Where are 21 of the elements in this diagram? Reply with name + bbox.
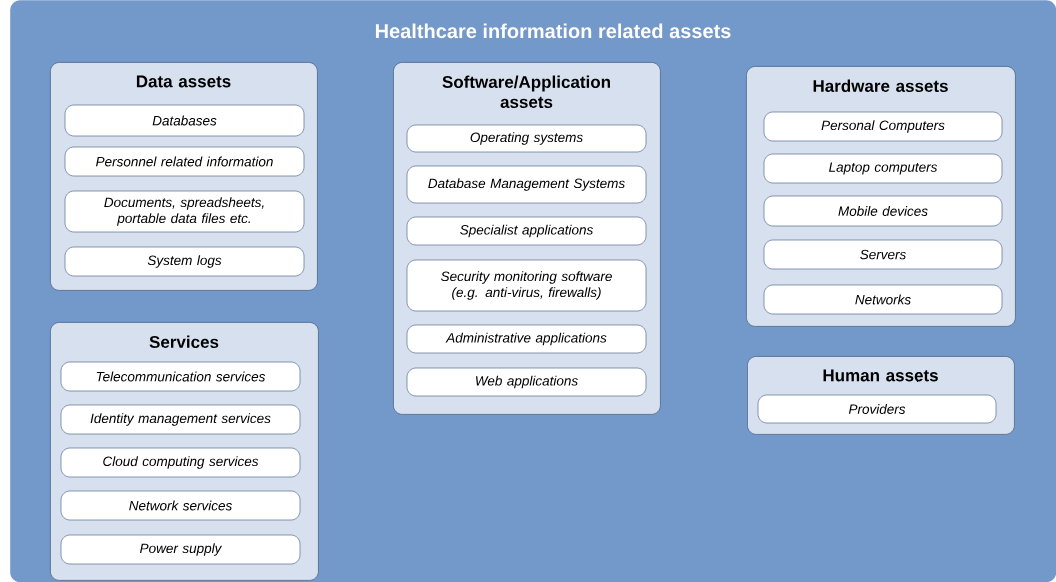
item-box: Cloud computing services [60, 447, 301, 478]
item-box: Telecommunication services [60, 361, 301, 392]
item-box: Personal Computers [763, 111, 1003, 142]
item-box: Database Management Systems [406, 165, 647, 204]
item-box: Operating systems [406, 124, 647, 153]
item-box: Identity management services [60, 404, 301, 435]
item-box: Documents, spreadsheets, portable data files etc. [64, 190, 305, 233]
item-box: Networks [763, 284, 1003, 315]
item-box: System logs [64, 246, 305, 277]
item-box: Web applications [406, 367, 647, 397]
item-box: Power supply [60, 534, 301, 565]
item-box: Databases [64, 104, 305, 137]
item-box: Providers [757, 394, 997, 424]
item-box: Security monitoring software (e.g. anti-virus, firewalls) [406, 259, 647, 312]
item-box: Administrative applications [406, 324, 647, 354]
item-box: Laptop computers [763, 153, 1003, 184]
item-box: Servers [763, 239, 1003, 270]
item-box: Personnel related information [64, 146, 305, 177]
item-box: Specialist applications [406, 216, 647, 246]
item-box: Mobile devices [763, 195, 1003, 227]
item-box: Network services [60, 490, 301, 521]
